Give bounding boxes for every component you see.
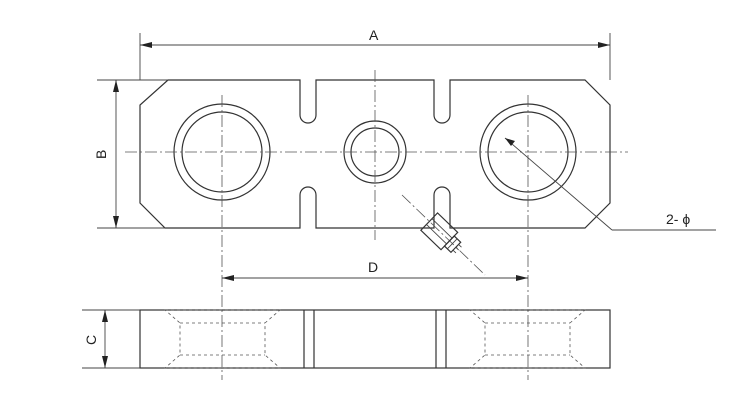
dim-c-arrow-bottom <box>102 356 108 368</box>
right-counterbore-hidden <box>468 309 587 369</box>
phi-leader-arrow <box>505 138 515 146</box>
left-counterbore-hidden <box>163 309 282 369</box>
top-view: 2- ϕ A B D <box>93 27 716 380</box>
dim-b-arrow-bottom <box>113 216 119 228</box>
side-view-outline <box>139 309 611 369</box>
dim-b-arrow-top <box>113 80 119 92</box>
dim-c-arrow-top <box>102 310 108 322</box>
dim-a-label: A <box>369 27 379 43</box>
phi-leader-diagonal <box>504 137 613 231</box>
dim-a-arrow-right <box>598 42 610 48</box>
cable-connector <box>401 194 486 276</box>
connector-nut <box>443 235 462 254</box>
dim-d-arrow-left <box>222 275 234 281</box>
dim-d-label: D <box>368 259 378 275</box>
plate-outline <box>139 79 611 229</box>
dim-b-label: B <box>93 150 109 159</box>
side-view: C <box>82 309 611 369</box>
dim-d-arrow-right <box>516 275 528 281</box>
connector-axis <box>401 194 486 276</box>
phi-label: 2- ϕ <box>666 211 690 227</box>
dim-c-label: C <box>83 335 99 345</box>
dim-a-arrow-left <box>140 42 152 48</box>
